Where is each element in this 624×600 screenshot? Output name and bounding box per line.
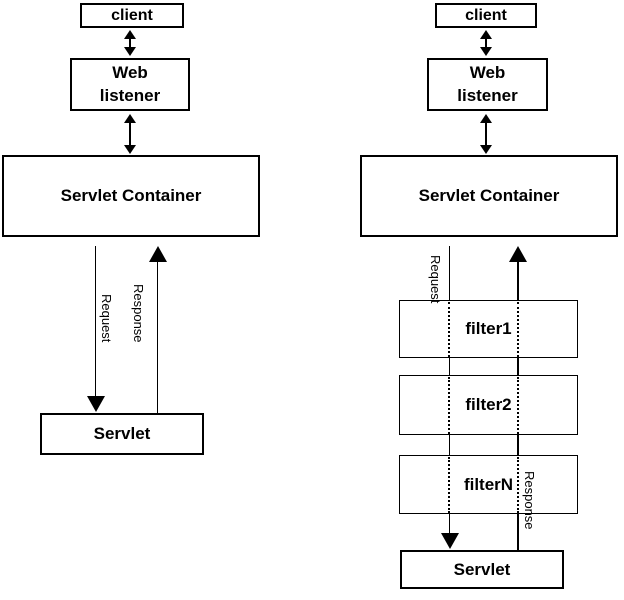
right-response-line-segment <box>517 261 519 301</box>
left-request-arrowhead-icon <box>87 396 105 412</box>
arrow-shaft <box>485 123 487 145</box>
right-response-line-segment <box>517 358 519 375</box>
left-servlet-box: Servlet <box>40 413 209 460</box>
arrow-shaft <box>129 123 131 145</box>
left-web-listener-box: Web listener <box>70 58 195 116</box>
filter2-box: filter2 <box>399 375 578 435</box>
left-response-label: Response <box>131 284 146 343</box>
left-web-listener-label: Web listener <box>99 62 161 105</box>
right-request-line-segment <box>449 246 450 301</box>
left-response-line <box>157 261 158 413</box>
right-request-line-segment <box>449 435 450 455</box>
down-arrowhead-icon <box>480 145 492 154</box>
left-client-listener-double-arrow-icon <box>124 30 136 56</box>
left-request-line <box>95 246 96 397</box>
right-client-box: client <box>435 3 542 33</box>
right-request-dotted-segment <box>448 302 450 357</box>
right-response-dotted-segment <box>517 302 519 357</box>
right-client-listener-double-arrow-icon <box>480 30 492 56</box>
right-listener-container-double-arrow-icon <box>480 114 492 154</box>
right-servlet-label: Servlet <box>453 559 511 579</box>
right-servlet-container-label: Servlet Container <box>418 186 560 205</box>
up-arrowhead-icon <box>124 114 136 123</box>
right-request-dotted-segment <box>448 377 450 434</box>
left-servlet-label: Servlet <box>93 424 151 443</box>
up-arrowhead-icon <box>124 30 136 39</box>
right-client-label: client <box>465 6 507 24</box>
up-arrowhead-icon <box>480 30 492 39</box>
right-response-line-segment <box>517 435 519 455</box>
filter1-label: filter1 <box>465 319 512 338</box>
filterN-label: filterN <box>463 474 514 494</box>
right-request-arrowhead-icon <box>441 533 459 549</box>
left-client-label: client <box>111 6 153 24</box>
right-response-line-segment <box>517 514 519 550</box>
right-request-line-segment <box>449 358 450 375</box>
filter1-box: filter1 <box>399 300 578 358</box>
left-response-arrowhead-icon <box>149 246 167 262</box>
right-web-listener-label: Web listener <box>457 62 518 105</box>
down-arrowhead-icon <box>124 145 136 154</box>
arrow-shaft <box>129 39 131 47</box>
right-response-label: Response <box>522 471 537 530</box>
right-response-dotted-segment <box>517 457 519 513</box>
left-listener-container-double-arrow-icon <box>124 114 136 154</box>
down-arrowhead-icon <box>124 47 136 56</box>
right-request-line-segment <box>449 514 450 533</box>
left-servlet-container-label: Servlet Container <box>60 186 202 205</box>
right-response-dotted-segment <box>517 377 519 434</box>
arrow-shaft <box>485 39 487 47</box>
filterN-box: filterN <box>399 455 578 514</box>
up-arrowhead-icon <box>480 114 492 123</box>
right-request-dotted-segment <box>448 457 450 513</box>
right-web-listener-box: Web listener <box>427 58 553 116</box>
right-servlet-container-box: Servlet Container <box>360 155 623 242</box>
left-client-box: client <box>80 3 189 33</box>
left-servlet-container-box: Servlet Container <box>2 155 265 242</box>
filter2-label: filter2 <box>465 395 512 414</box>
right-response-arrowhead-icon <box>509 246 527 262</box>
down-arrowhead-icon <box>480 47 492 56</box>
right-servlet-box: Servlet <box>400 550 569 594</box>
left-request-label: Request <box>99 294 114 343</box>
right-request-label: Request <box>428 255 443 304</box>
